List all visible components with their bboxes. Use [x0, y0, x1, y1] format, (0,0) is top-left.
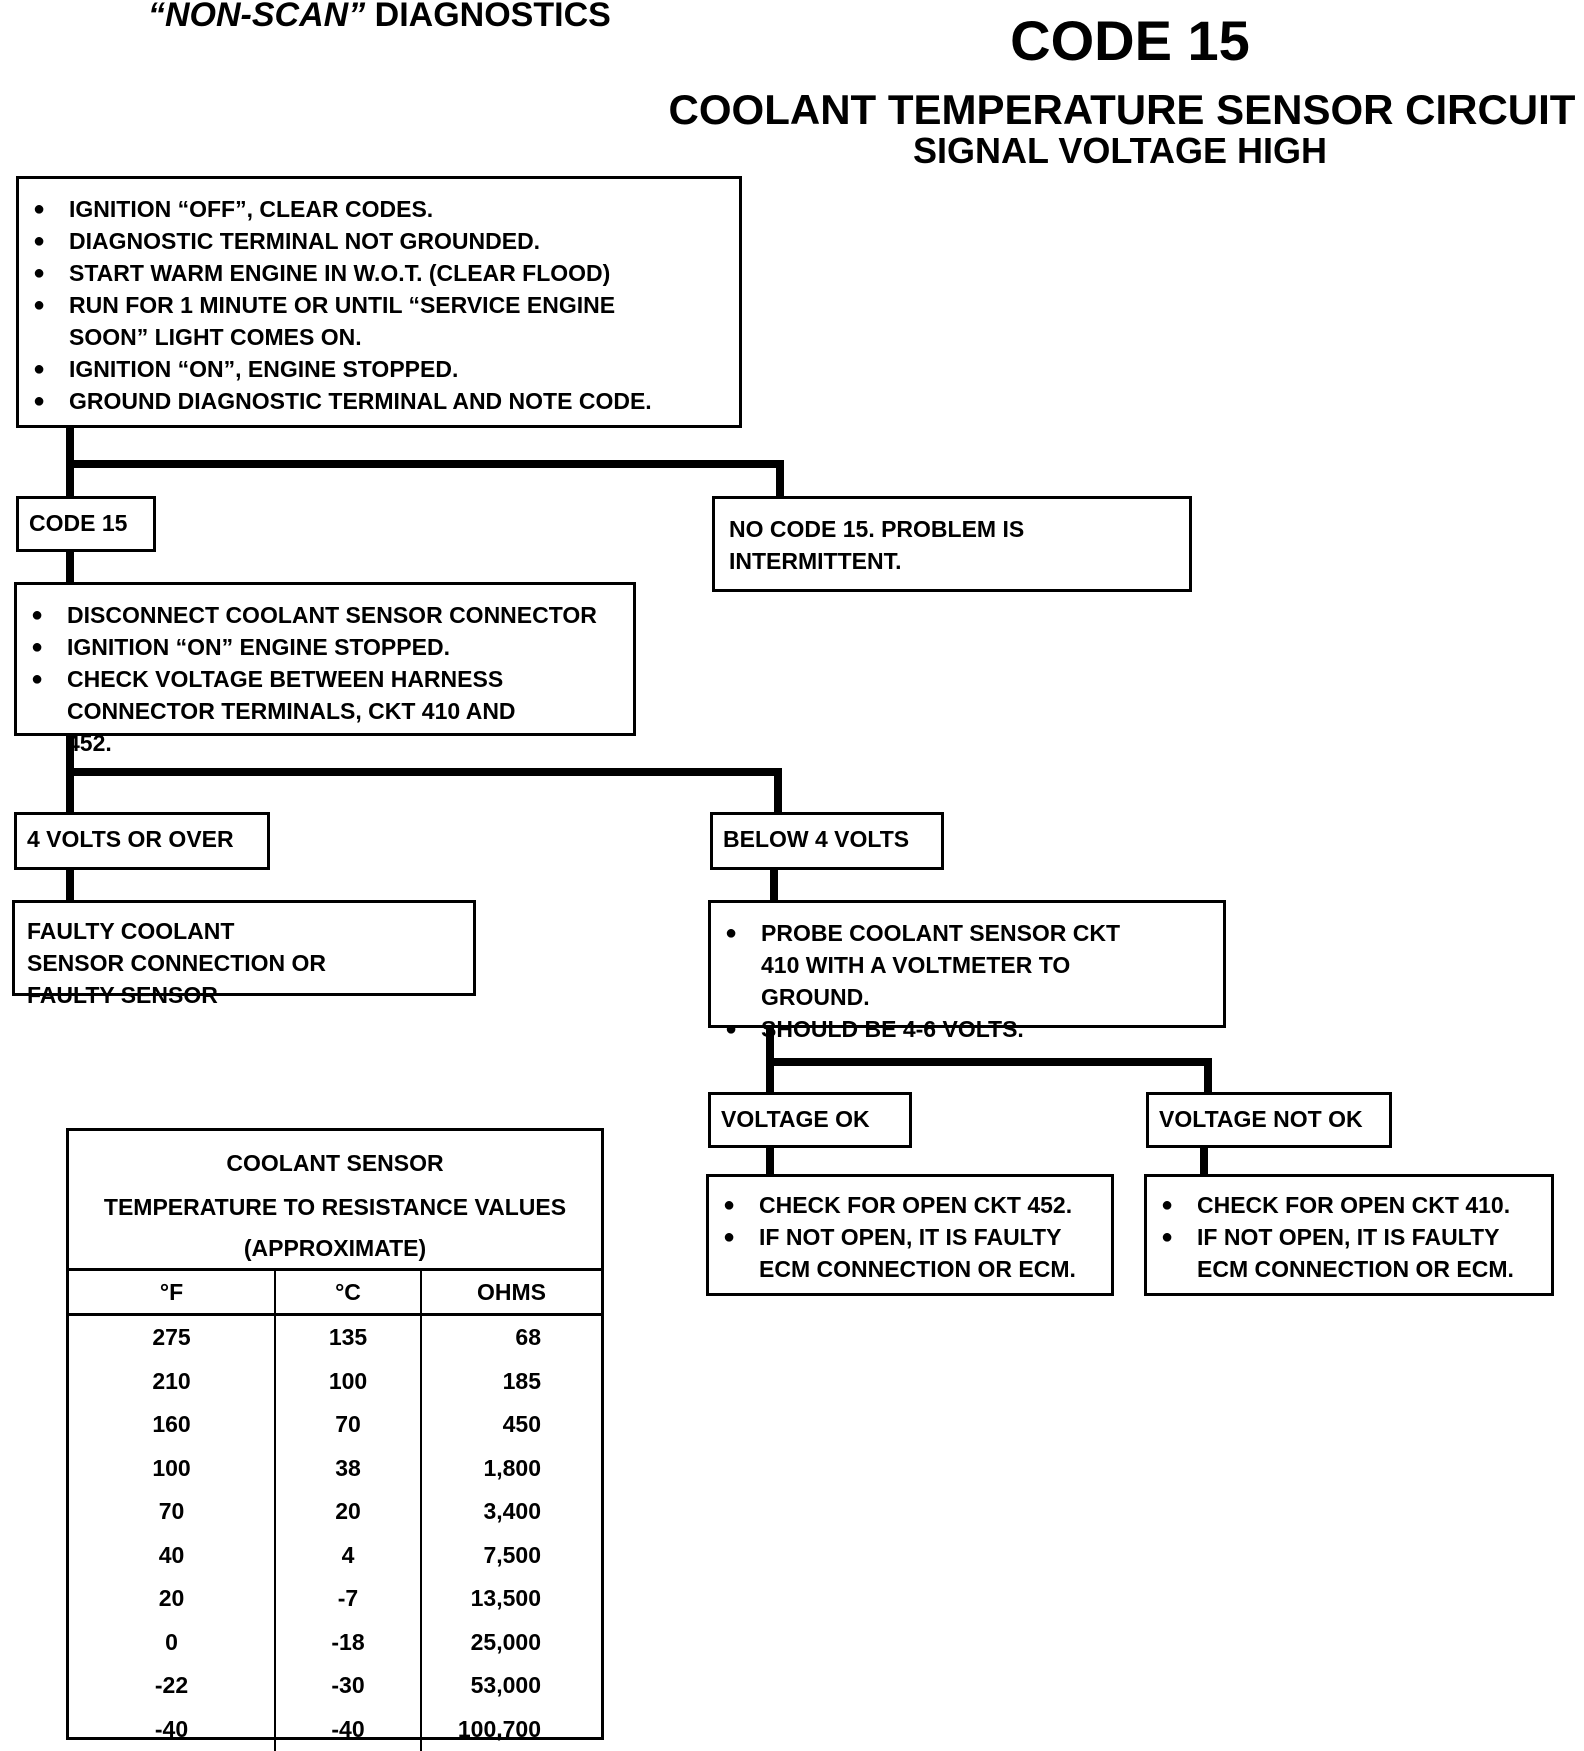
col-header-fahrenheit: °F	[69, 1271, 275, 1315]
below-4v-branch: BELOW 4 VOLTS	[710, 812, 944, 870]
cell-celsius: 38	[275, 1447, 421, 1491]
cell-celsius: 20	[275, 1490, 421, 1534]
connector-line	[66, 460, 784, 468]
cell-fahrenheit: 275	[69, 1315, 275, 1360]
result-not-ok-item: IF NOT OPEN, IT IS FAULTY ECM CONNECTION…	[1147, 1221, 1551, 1285]
cell-ohms: 68	[421, 1315, 601, 1360]
step2-item: DISCONNECT COOLANT SENSOR CONNECTOR	[17, 599, 633, 631]
cell-ohms: 53,000	[421, 1664, 601, 1708]
4v-over-branch: 4 VOLTS OR OVER	[14, 812, 270, 870]
cell-fahrenheit: -22	[69, 1664, 275, 1708]
voltage-not-ok-result: CHECK FOR OPEN CKT 410. IF NOT OPEN, IT …	[1144, 1174, 1554, 1296]
code15-branch: CODE 15	[16, 496, 156, 552]
connector-line	[766, 1144, 774, 1178]
col-header-ohms: OHMS	[421, 1271, 601, 1315]
step1-item: IGNITION “OFF”, CLEAR CODES.	[19, 193, 739, 225]
cell-celsius: 135	[275, 1315, 421, 1360]
cell-ohms: 185	[421, 1360, 601, 1404]
cell-fahrenheit: 20	[69, 1577, 275, 1621]
page-subtitle: SIGNAL VOLTAGE HIGH	[880, 130, 1360, 172]
cell-celsius: 70	[275, 1403, 421, 1447]
cell-ohms: 3,400	[421, 1490, 601, 1534]
cell-ohms: 1,800	[421, 1447, 601, 1491]
connector-line	[66, 550, 74, 586]
step1-item: DIAGNOSTIC TERMINAL NOT GROUNDED.	[19, 225, 739, 257]
code-heading: CODE 15	[1000, 8, 1260, 73]
page-title: COOLANT TEMPERATURE SENSOR CIRCUIT	[660, 86, 1584, 134]
connector-line	[66, 768, 782, 776]
step3-box: PROBE COOLANT SENSOR CKT 410 WITH A VOLT…	[708, 900, 1226, 1028]
section-heading: “NON-SCAN” DIAGNOSTICS	[148, 0, 611, 35]
table-header-row: °F °C OHMS	[69, 1271, 601, 1315]
diagnostics-label: DIAGNOSTICS	[375, 0, 611, 34]
cell-celsius: -18	[275, 1621, 421, 1665]
cell-celsius: -30	[275, 1664, 421, 1708]
step2-box: DISCONNECT COOLANT SENSOR CONNECTOR IGNI…	[14, 582, 636, 736]
step1-item: RUN FOR 1 MINUTE OR UNTIL “SERVICE ENGIN…	[19, 289, 739, 353]
connector-line	[1200, 1144, 1208, 1178]
table-title-line3: (APPROXIMATE)	[69, 1229, 601, 1267]
cell-fahrenheit: 160	[69, 1403, 275, 1447]
cell-ohms: 450	[421, 1403, 601, 1447]
cell-fahrenheit: 210	[69, 1360, 275, 1404]
cell-fahrenheit: -40	[69, 1708, 275, 1751]
cell-ohms: 7,500	[421, 1534, 601, 1578]
step1-item: GROUND DIAGNOSTIC TERMINAL AND NOTE CODE…	[19, 385, 739, 417]
table-title: COOLANT SENSOR TEMPERATURE TO RESISTANCE…	[69, 1131, 601, 1271]
cell-celsius: -7	[275, 1577, 421, 1621]
connector-line	[776, 460, 784, 498]
cell-ohms: 100,700	[421, 1708, 601, 1751]
cell-ohms: 25,000	[421, 1621, 601, 1665]
step2-item: IGNITION “ON” ENGINE STOPPED.	[17, 631, 633, 663]
step3-item: SHOULD BE 4-6 VOLTS.	[711, 1013, 1223, 1045]
result-ok-item: CHECK FOR OPEN CKT 452.	[709, 1189, 1111, 1221]
non-scan-label: “NON-SCAN”	[148, 0, 365, 34]
step1-box: IGNITION “OFF”, CLEAR CODES. DIAGNOSTIC …	[16, 176, 742, 428]
voltage-ok-result: CHECK FOR OPEN CKT 452. IF NOT OPEN, IT …	[706, 1174, 1114, 1296]
step1-item: IGNITION “ON”, ENGINE STOPPED.	[19, 353, 739, 385]
table-title-line2: TEMPERATURE TO RESISTANCE VALUES	[69, 1185, 601, 1229]
connector-line	[770, 868, 778, 902]
connector-line	[774, 768, 782, 814]
col-header-celsius: °C	[275, 1271, 421, 1315]
result-not-ok-item: CHECK FOR OPEN CKT 410.	[1147, 1189, 1551, 1221]
step1-item: START WARM ENGINE IN W.O.T. (CLEAR FLOOD…	[19, 257, 739, 289]
no-code-branch: NO CODE 15. PROBLEM IS INTERMITTENT.	[712, 496, 1192, 592]
faulty-sensor-result: FAULTY COOLANT SENSOR CONNECTION OR FAUL…	[12, 900, 476, 996]
result-ok-item: IF NOT OPEN, IT IS FAULTY ECM CONNECTION…	[709, 1221, 1111, 1285]
connector-line	[1204, 1058, 1212, 1096]
cell-fahrenheit: 0	[69, 1621, 275, 1665]
cell-celsius: 4	[275, 1534, 421, 1578]
cell-celsius: 100	[275, 1360, 421, 1404]
resistance-table: COOLANT SENSOR TEMPERATURE TO RESISTANCE…	[66, 1128, 604, 1740]
voltage-ok-branch: VOLTAGE OK	[708, 1092, 912, 1148]
voltage-not-ok-branch: VOLTAGE NOT OK	[1146, 1092, 1392, 1148]
cell-fahrenheit: 70	[69, 1490, 275, 1534]
cell-fahrenheit: 40	[69, 1534, 275, 1578]
connector-line	[66, 868, 74, 902]
connector-line	[766, 1058, 1212, 1066]
cell-fahrenheit: 100	[69, 1447, 275, 1491]
table-title-line1: COOLANT SENSOR	[69, 1141, 601, 1185]
step2-item: CHECK VOLTAGE BETWEEN HARNESS CONNECTOR …	[17, 663, 633, 759]
step3-item: PROBE COOLANT SENSOR CKT 410 WITH A VOLT…	[711, 917, 1223, 1013]
cell-celsius: -40	[275, 1708, 421, 1751]
cell-ohms: 13,500	[421, 1577, 601, 1621]
